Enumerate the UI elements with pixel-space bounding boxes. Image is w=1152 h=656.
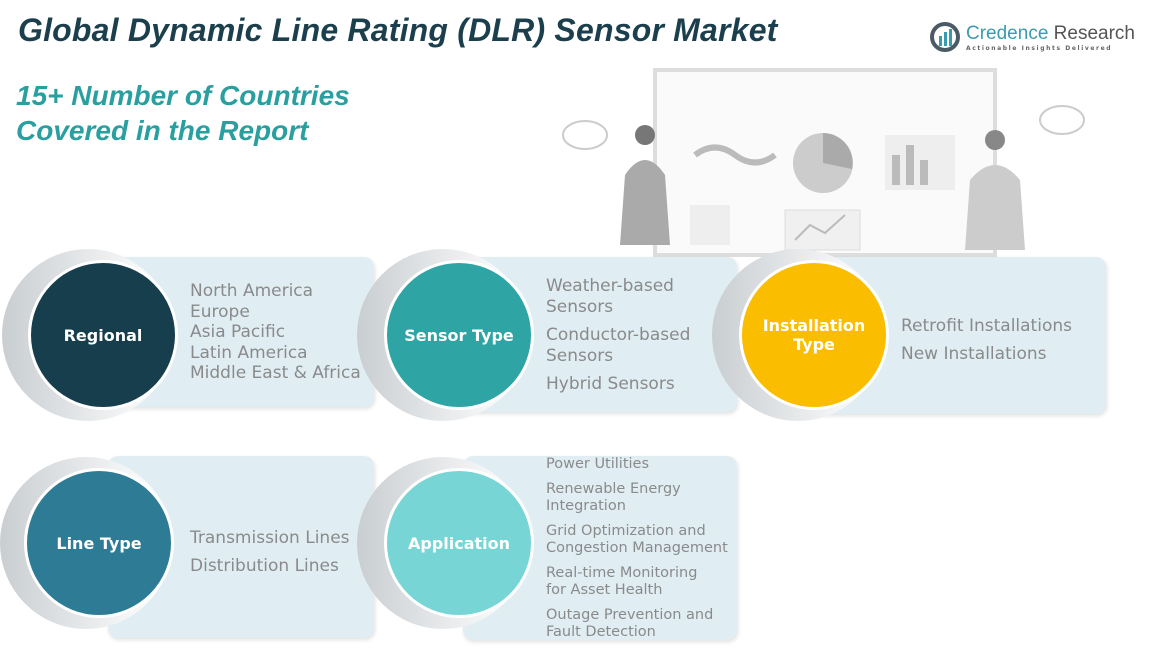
page-title: Global Dynamic Line Rating (DLR) Sensor …	[18, 12, 778, 48]
list-item: Latin America	[190, 342, 308, 363]
logo-name: Credence	[966, 22, 1049, 44]
segment-items: Weather-based Sensors Conductor-based Se…	[546, 276, 711, 395]
subtitle-line-2: Covered in the Report	[16, 115, 309, 146]
list-item: Retrofit Installations	[901, 316, 1072, 336]
list-item: Distribution Lines	[190, 556, 339, 576]
list-item: North America	[190, 281, 314, 301]
segment-items: Retrofit Installations New Installations	[901, 312, 1072, 368]
segment-items: North America Europe Asia Pacific Latin …	[190, 281, 361, 384]
list-item: Grid Optimization and Congestion Managem…	[546, 523, 728, 556]
list-item: Power Utilities	[546, 456, 650, 472]
list-item: Outage Prevention and Fault Detection	[546, 607, 714, 640]
list-item: Real-time Monitoring for Asset Health	[546, 565, 698, 598]
list-item: Weather-based Sensors	[546, 276, 674, 317]
logo-tagline: Actionable Insights Delivered	[966, 44, 1113, 52]
list-item: Transmission Lines	[190, 528, 350, 548]
segment-circle: Sensor Type	[384, 260, 534, 410]
segment-circle: Application	[384, 468, 534, 618]
list-item: Renewable Energy Integration	[546, 481, 681, 514]
list-item: Hybrid Sensors	[546, 374, 675, 394]
segment-items: Power Utilities Renewable Energy Integra…	[546, 456, 736, 641]
segment-circle: Line Type	[24, 468, 174, 618]
subtitle-line-1: 15+ Number of Countries	[16, 80, 350, 111]
segment-circle: Installation Type	[739, 260, 889, 410]
segment-items: Transmission Lines Distribution Lines	[190, 524, 350, 580]
list-item: New Installations	[901, 344, 1047, 364]
segment-circle: Regional	[28, 260, 178, 410]
presentation-illustration	[562, 68, 1085, 257]
logo-name-2: Research	[1048, 22, 1135, 44]
list-item: Conductor-based Sensors	[546, 325, 691, 366]
list-item: Middle East & Africa	[190, 363, 361, 383]
logo-icon	[930, 22, 960, 52]
list-item: Europe	[190, 301, 250, 322]
list-item: Asia Pacific	[190, 322, 286, 342]
